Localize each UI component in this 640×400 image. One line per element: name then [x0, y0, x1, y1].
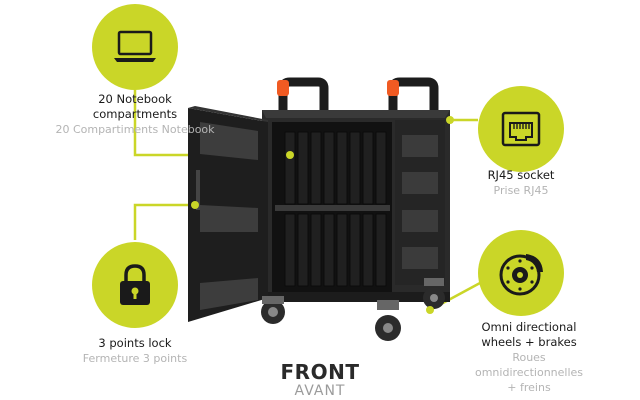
- view-title-fr: AVANT: [294, 383, 346, 399]
- brake-disc-icon: [499, 254, 543, 296]
- lock-title-fr: Fermeture 3 points: [82, 352, 188, 365]
- ethernet-port-icon: [501, 111, 541, 147]
- padlock-icon-circle: [92, 242, 178, 328]
- wheels-callout-label: Omni directional wheels + brakes Roues o…: [470, 320, 588, 395]
- wheels: [261, 278, 445, 341]
- view-title: FRONT AVANT: [270, 360, 370, 398]
- rj45-title-en: RJ45 socket: [487, 168, 555, 182]
- wheels-title-fr: Roues omnidirectionnelles + freins: [474, 351, 584, 394]
- rj45-title-fr: Prise RJ45: [493, 184, 549, 197]
- padlock-icon: [120, 264, 150, 305]
- lock-callout-label: 3 points lock Fermeture 3 points: [60, 336, 210, 366]
- view-title-en: FRONT: [280, 360, 360, 384]
- handles: [277, 77, 439, 112]
- wheels-title-en: Omni directional wheels + brakes: [481, 320, 577, 349]
- connector-dots: [191, 116, 454, 314]
- rj45-callout-label: RJ45 socket Prise RJ45: [466, 168, 576, 198]
- ethernet-icon-circle: [478, 86, 564, 172]
- open-door: [188, 106, 268, 322]
- cabinet-body: [262, 110, 450, 302]
- notebook-title-en: 20 Notebook compartments: [92, 92, 178, 121]
- laptop-icon-circle: [92, 4, 178, 90]
- lock-title-en: 3 points lock: [98, 336, 172, 350]
- laptop-icon: [114, 30, 156, 62]
- brake-disc-icon-circle: [478, 230, 564, 316]
- notebook-callout-label: 20 Notebook compartments 20 Compartiment…: [55, 92, 215, 137]
- notebook-title-fr: 20 Compartiments Notebook: [55, 123, 215, 136]
